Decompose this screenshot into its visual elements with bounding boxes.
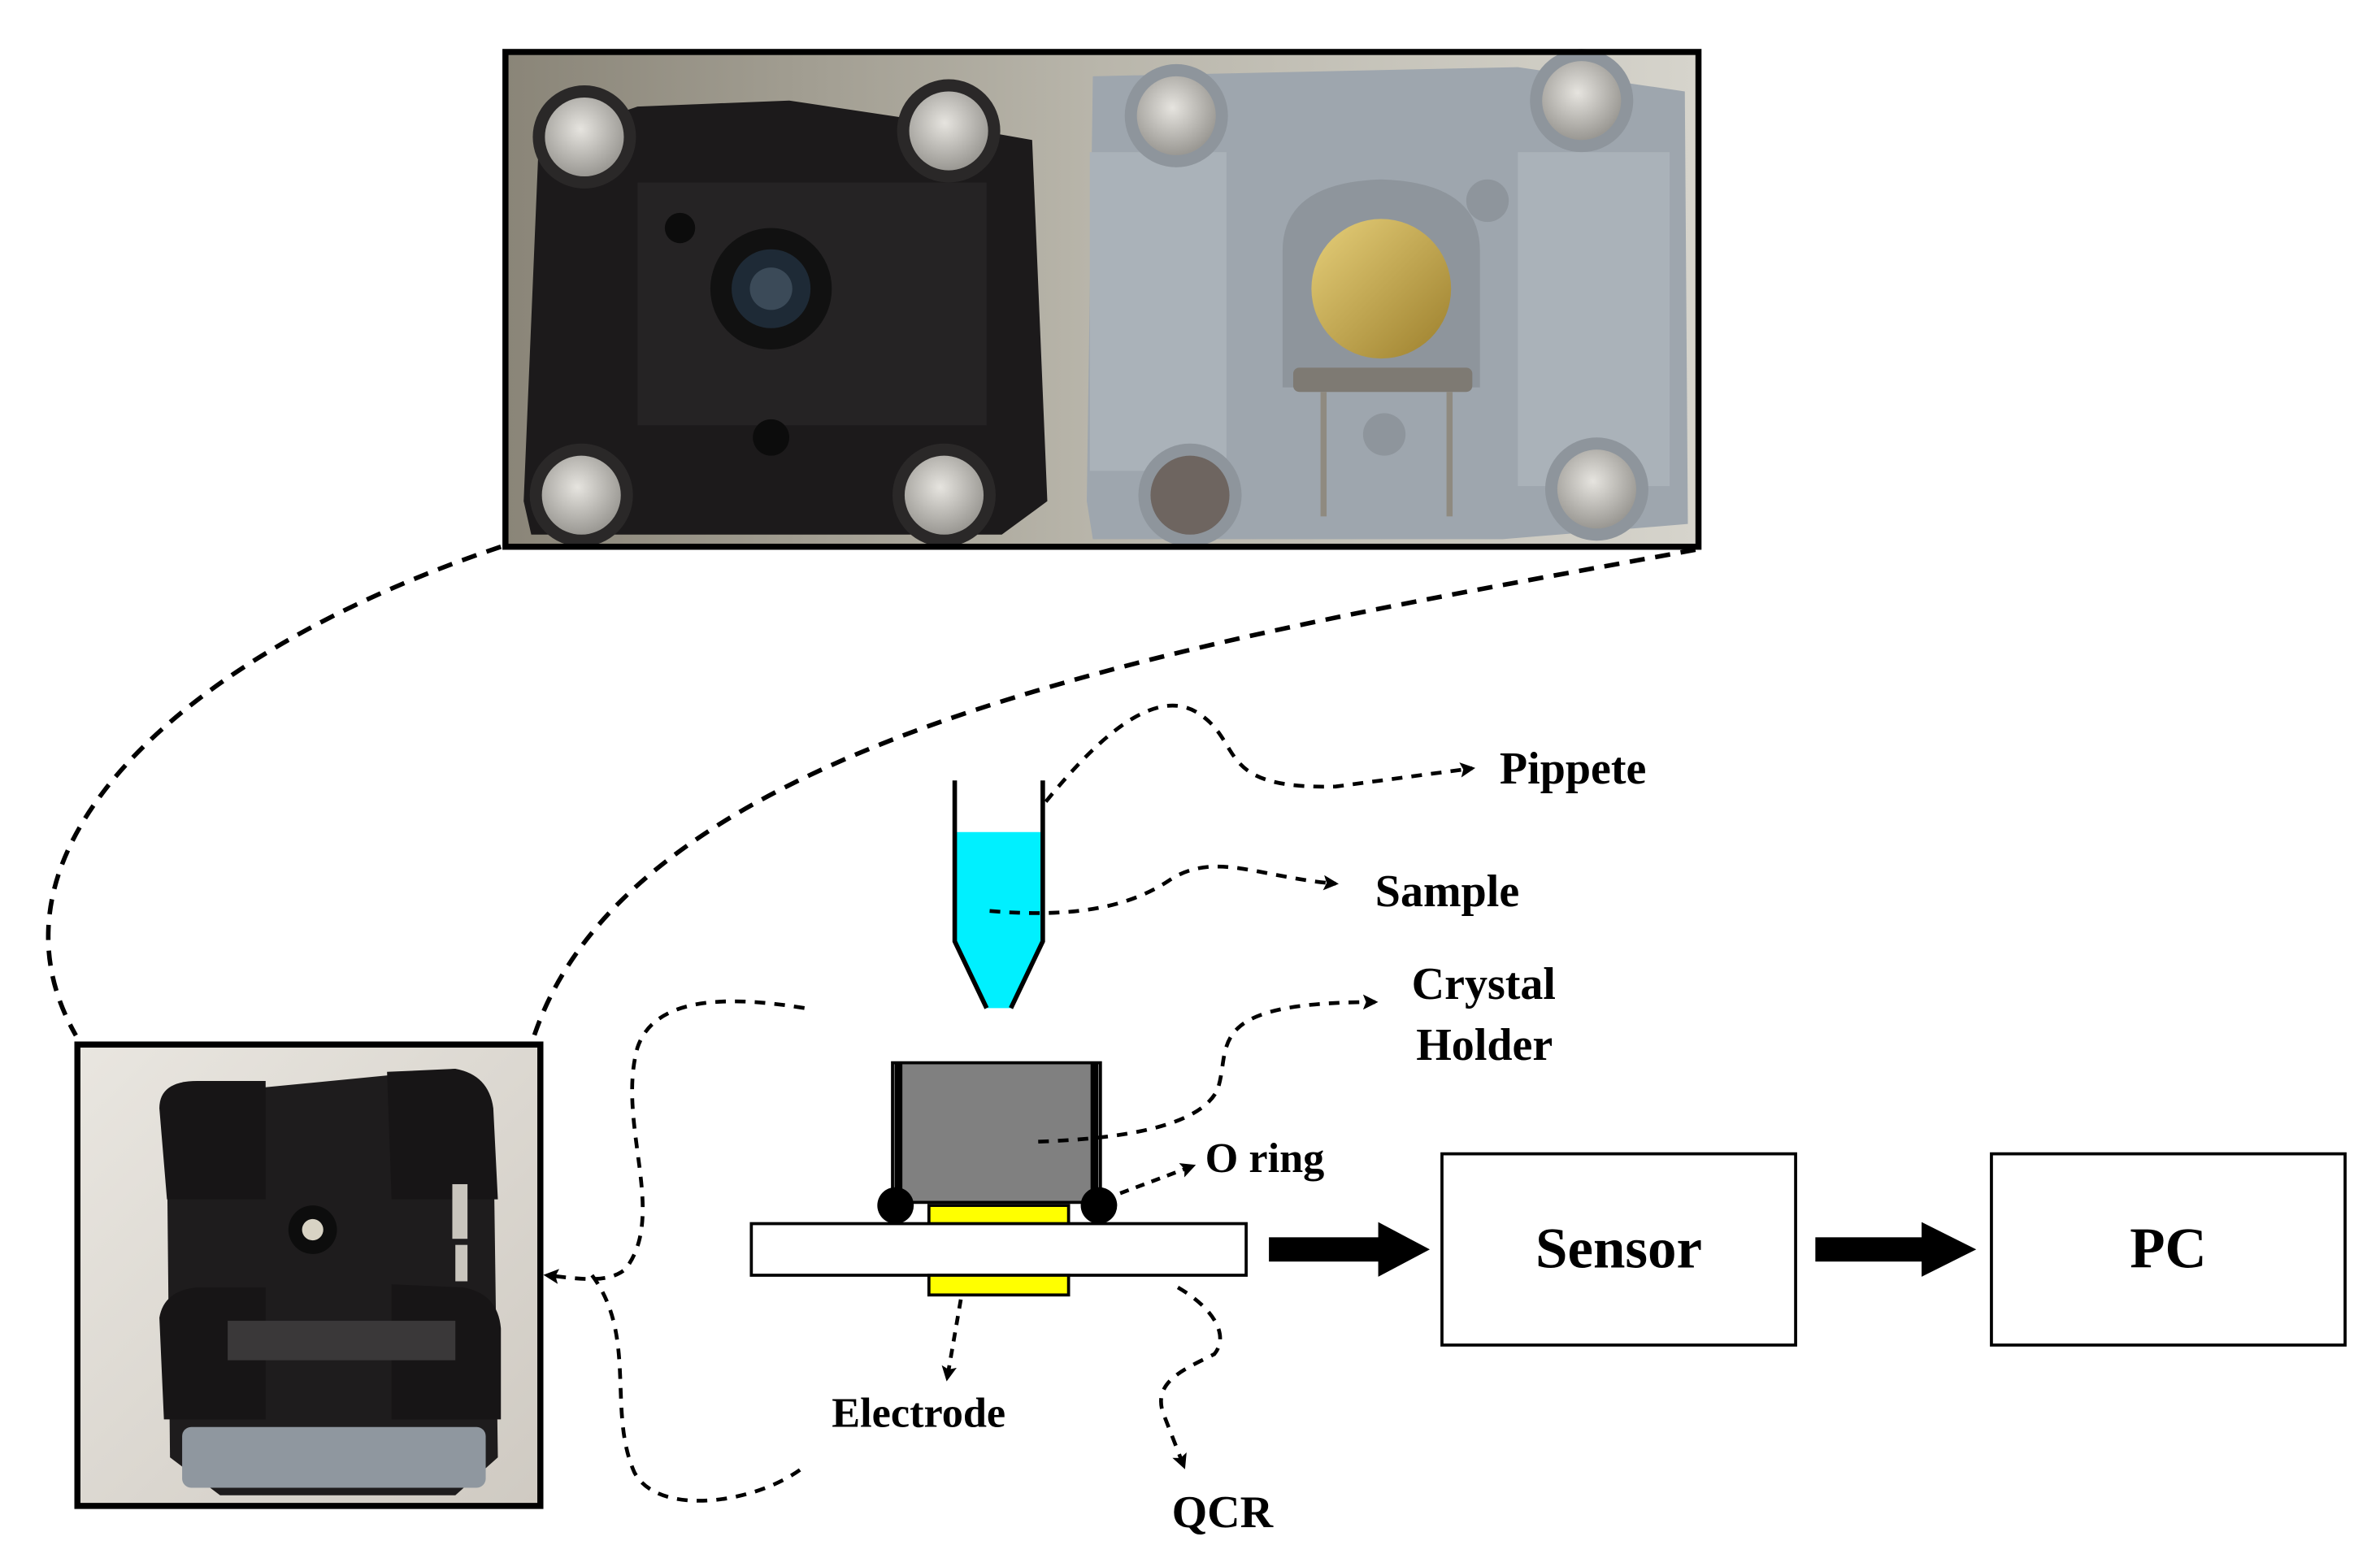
pc-block: PC bbox=[1990, 1152, 2347, 1347]
sample-liquid bbox=[954, 831, 1043, 1009]
grey-holder-half bbox=[1087, 49, 1688, 547]
sample-pointer bbox=[989, 864, 1339, 915]
electrode-label: Electrode bbox=[832, 1390, 1005, 1437]
sensor-block: Sensor bbox=[1440, 1152, 1797, 1347]
o-ring-pointer bbox=[1119, 1163, 1197, 1196]
crystal-holder-cross-section bbox=[749, 1061, 1248, 1297]
top-photo bbox=[502, 49, 1702, 550]
crystal-holder-label-line2: Holder bbox=[1416, 1020, 1553, 1070]
connector-left bbox=[46, 545, 502, 1037]
o-ring-left bbox=[877, 1187, 914, 1224]
crystal-holder-label-line1: Crystal bbox=[1412, 959, 1556, 1009]
qcr-pointer bbox=[1159, 1285, 1223, 1469]
crystal-holder-pointer bbox=[1038, 994, 1379, 1144]
assembled-holder bbox=[159, 1069, 502, 1495]
qcr-crystal bbox=[749, 1222, 1248, 1277]
qcr-label: QCR bbox=[1172, 1487, 1274, 1538]
o-ring-right bbox=[1080, 1187, 1118, 1224]
pipette-outline bbox=[952, 780, 1045, 1009]
o-ring-label: O ring bbox=[1205, 1135, 1325, 1182]
photo-link-pointer bbox=[543, 999, 806, 1284]
sample-label: Sample bbox=[1375, 866, 1519, 917]
bottom-photo bbox=[74, 1041, 544, 1509]
photo-link-lower bbox=[590, 1274, 806, 1503]
pippete-label: Pippete bbox=[1500, 744, 1646, 794]
sensor-label: Sensor bbox=[1535, 1218, 1702, 1281]
arrow-sensor-to-pc bbox=[1815, 1222, 1977, 1277]
pipette bbox=[952, 780, 1045, 1009]
holder-body bbox=[891, 1061, 1102, 1205]
pippete-pointer bbox=[1044, 703, 1476, 803]
electrode-pointer bbox=[941, 1299, 963, 1382]
black-holder-half bbox=[523, 79, 1048, 547]
electrode-bottom bbox=[927, 1274, 1071, 1297]
pc-label: PC bbox=[2130, 1218, 2207, 1281]
arrow-crystal-to-sensor bbox=[1269, 1222, 1431, 1277]
